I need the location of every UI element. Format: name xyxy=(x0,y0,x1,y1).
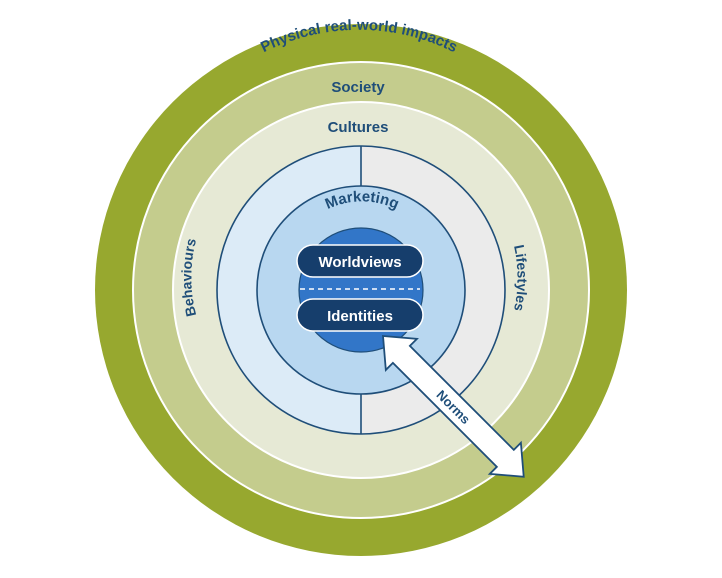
cultures-label: Cultures xyxy=(328,119,389,136)
worldviews-pill xyxy=(296,244,424,278)
norms-arrow-shape xyxy=(382,335,525,478)
lifestyles-label: Lifestyles xyxy=(511,243,531,313)
identities-pill xyxy=(296,298,424,332)
worldviews-label: Worldviews xyxy=(318,254,401,271)
behaviours-label: Behaviours xyxy=(178,236,199,318)
society-label: Society xyxy=(331,79,385,96)
identities-label: Identities xyxy=(327,308,393,325)
